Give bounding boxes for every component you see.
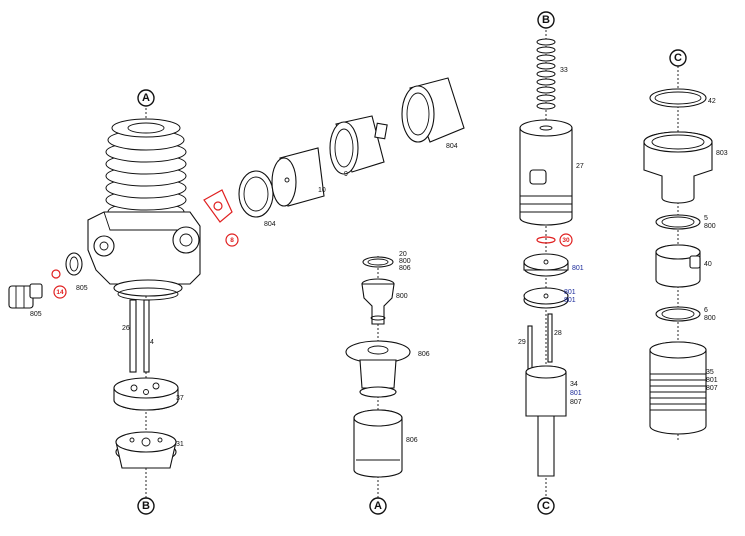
- callout-800-d: 800: [396, 293, 408, 300]
- callout-28: 28: [554, 330, 562, 337]
- callout-8-circle: [225, 233, 239, 247]
- callout-800-b: 800: [704, 315, 716, 322]
- callout-801-e: 801: [570, 390, 582, 397]
- pin-4: [143, 299, 150, 373]
- spindle-800: [361, 278, 395, 325]
- valve-body-27: [519, 119, 573, 226]
- connector-b-bottom: B: [137, 497, 155, 515]
- cap-nut-35: [649, 341, 707, 435]
- washer-14-highlight: [51, 269, 61, 279]
- callout-804-b: 804: [264, 221, 276, 228]
- nut-803: [643, 131, 713, 204]
- sleeve-806: [353, 409, 403, 478]
- callout-803: 803: [716, 150, 728, 157]
- callout-40: 40: [704, 261, 712, 268]
- callout-805-a: 805: [76, 285, 88, 292]
- callout-801-c: 801: [564, 289, 576, 296]
- nozzle-nut-assembly: [643, 66, 713, 440]
- nut-9: [329, 115, 388, 175]
- pin-29: [527, 325, 533, 371]
- callout-8: 8: [230, 237, 234, 244]
- seal-805: [65, 252, 83, 276]
- connector-a-top: A: [137, 89, 155, 107]
- callout-14-circle: [53, 285, 67, 299]
- spring-33: [536, 38, 556, 110]
- pin-28: [547, 313, 553, 363]
- svg-text:A: A: [142, 92, 150, 104]
- ring-20: [362, 256, 394, 268]
- callout-26: 26: [122, 325, 130, 332]
- callout-4: 4: [150, 339, 154, 346]
- plate-37: [113, 377, 179, 411]
- svg-text:C: C: [674, 52, 682, 64]
- disc-31: [115, 431, 177, 469]
- callout-807-b: 807: [570, 399, 582, 406]
- callout-30-circle: [559, 233, 573, 247]
- valve-assembly: [519, 30, 573, 498]
- svg-text:B: B: [542, 14, 550, 26]
- callout-800-a: 800: [704, 223, 716, 230]
- injector-housing: [87, 211, 201, 301]
- insert-40: [655, 244, 701, 288]
- callout-806-a: 806: [399, 265, 411, 272]
- callout-37: 37: [176, 395, 184, 402]
- callout-801-a: 801: [706, 377, 718, 384]
- callout-27: 27: [576, 163, 584, 170]
- injector-body-assembly: [8, 77, 465, 498]
- plug-805: [8, 283, 43, 309]
- callout-805-b: 805: [30, 311, 42, 318]
- nozzle-holder-assembly: [345, 256, 411, 498]
- ring-30-highlight: [536, 236, 556, 244]
- svg-text:B: B: [142, 500, 150, 512]
- callout-34: 34: [570, 381, 578, 388]
- connector-b-top: B: [537, 11, 555, 29]
- part-8-highlight: [203, 189, 233, 223]
- main-spring: [105, 118, 187, 223]
- callout-14: 14: [56, 289, 64, 296]
- callout-42: 42: [708, 98, 716, 105]
- nozzle-34: [525, 365, 567, 477]
- callout-806-b: 806: [418, 351, 430, 358]
- callout-5: 5: [704, 215, 708, 222]
- callout-806-c: 806: [406, 437, 418, 444]
- disc-801-lower: [523, 287, 569, 309]
- cap-10: [271, 147, 325, 207]
- sleeve-804: [401, 77, 465, 143]
- callout-10: 10: [318, 187, 326, 194]
- disc-801: [523, 253, 569, 277]
- callout-801-b: 801: [572, 265, 584, 272]
- callout-30: 30: [562, 237, 570, 244]
- callout-33: 33: [560, 67, 568, 74]
- pin-26: [129, 299, 137, 373]
- callout-800-c: 800: [399, 258, 411, 265]
- connector-c-bottom: C: [537, 497, 555, 515]
- connector-a-bottom: A: [369, 497, 387, 515]
- connector-c-top: C: [669, 49, 687, 67]
- callout-804-a: 804: [446, 143, 458, 150]
- callout-6: 6: [704, 307, 708, 314]
- callout-31: 31: [176, 441, 184, 448]
- callout-29: 29: [518, 339, 526, 346]
- svg-text:A: A: [374, 500, 382, 512]
- svg-text:C: C: [542, 500, 550, 512]
- callout-20: 20: [399, 251, 407, 258]
- flange-806: [345, 340, 411, 398]
- callout-801-d: 801: [564, 297, 576, 304]
- callout-9: 9: [344, 171, 348, 178]
- callout-807-a: 807: [706, 385, 718, 392]
- callout-35: 35: [706, 369, 714, 376]
